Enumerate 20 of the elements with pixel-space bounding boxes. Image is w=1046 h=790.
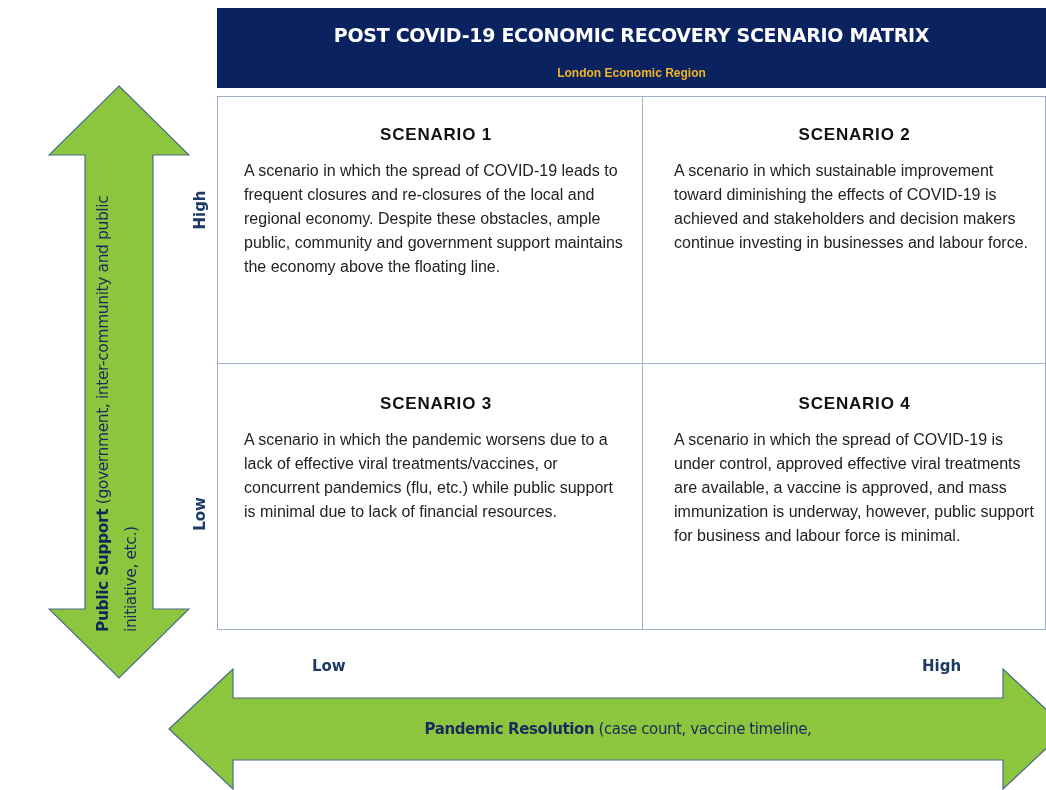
subtitle: London Economic Region [556, 66, 707, 80]
scenario-description: A scenario in which sustainable improvement toward diminishing the effects of COVID-19 is achieved and stakeholders and decision makers continue investing in businesses and labour force. [674, 161, 1029, 253]
axis-level-label: Low [312, 657, 346, 675]
scenario-cell [217, 96, 643, 364]
axis-level-label: Low [190, 497, 209, 531]
axis-level-label: High [190, 190, 209, 230]
axis-title: Pandemic Resolution (case count, vaccine timeline, [423, 720, 813, 738]
axis-title: Public Support (government, inter-community and public initiative, etc.) [93, 194, 141, 632]
scenario-description: A scenario in which the spread of COVID-19 leads to frequent closures and re-closures of the local and regional economy. Despite these obstacles, ample public, community and government support maintains the economy above the floating line. [244, 161, 624, 277]
scenario-description: A scenario in which the pandemic worsens due to a lack of effective viral treatments/vaccines, or concurrent pandemics (flu, etc.) while public support is minimal due to lack of financial resources. [244, 430, 615, 522]
scenario-cell [642, 96, 1046, 364]
scenario-heading: SCENARIO 4 [798, 394, 911, 414]
title: POST COVID-19 ECONOMIC RECOVERY SCENARIO MATRIX [332, 24, 931, 46]
scenario-cell [217, 363, 643, 630]
scenario-description: A scenario in which the spread of COVID-19 is under control, approved effective viral treatments are available, a vaccine is approved, and mass immunization is underway, however, public support for business and labour force is minimal. [674, 430, 1035, 546]
scenario-heading: SCENARIO 3 [380, 394, 492, 414]
scenario-heading: SCENARIO 2 [798, 125, 911, 145]
axis-level-label: High [922, 657, 962, 675]
scenario-heading: SCENARIO 1 [380, 125, 492, 145]
scenario-cell [642, 363, 1046, 630]
